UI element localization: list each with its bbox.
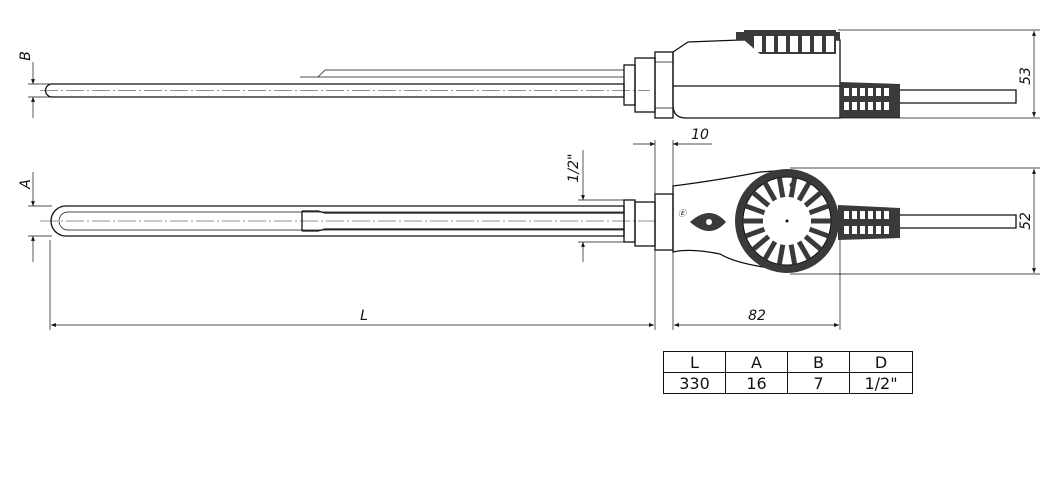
knob-rib — [776, 177, 786, 198]
side-view-heating-rod — [40, 69, 650, 98]
dimension-tube-diameter: A — [18, 172, 52, 262]
spec-header-l: L — [663, 351, 726, 373]
spec-value-b: 7 — [787, 372, 850, 394]
side-view-knob — [736, 30, 840, 54]
knob-rib — [751, 190, 771, 208]
front-view-nut — [623, 193, 674, 251]
dimension-nut-width-label: 10 — [691, 127, 709, 143]
dimension-sensor-diameter: B — [18, 51, 50, 118]
dimension-tube-diameter-label: A — [18, 179, 34, 190]
front-view-housing: Ⓔ — [672, 169, 791, 271]
knob-rib — [803, 190, 823, 208]
spec-table-header-row: L A B D — [663, 351, 913, 373]
knob-rib — [788, 244, 798, 265]
spec-value-a: 16 — [725, 372, 788, 394]
side-view-cable-gland — [840, 82, 900, 118]
dimension-length: L — [49, 240, 656, 330]
knob-rib — [796, 240, 812, 261]
dimension-thread: 1/2" — [566, 150, 624, 262]
knob-rib — [762, 240, 778, 261]
dimension-front-height-label: 52 — [1018, 212, 1034, 230]
spec-value-l: 330 — [663, 372, 726, 394]
spec-header-d: D — [849, 351, 913, 373]
knob-rib — [744, 226, 766, 239]
knob-rib — [788, 177, 798, 198]
dimension-side-height-label: 53 — [1018, 67, 1034, 85]
spec-header-a: A — [725, 351, 788, 373]
side-view: 53 B — [18, 29, 1040, 119]
dimension-nut-width: 10 — [633, 127, 712, 194]
spec-value-d: 1/2" — [849, 372, 913, 394]
knob-rib — [751, 234, 771, 252]
dimension-body-width-label: 82 — [748, 308, 766, 324]
front-view-thermostat-knob — [735, 169, 839, 273]
knob-rib — [762, 181, 778, 202]
dimension-side-height: 53 — [838, 29, 1040, 119]
knob-rib — [744, 203, 766, 216]
dimension-front-height: 52 — [790, 167, 1040, 275]
knob-rib — [803, 234, 823, 252]
dimension-sensor-diameter-label: B — [18, 51, 34, 61]
side-view-housing — [672, 30, 1017, 119]
dimension-length-label: L — [360, 308, 368, 324]
knob-rib — [796, 181, 812, 202]
brand-logo-icon: Ⓔ — [678, 209, 688, 218]
knob-rib — [808, 203, 830, 216]
side-view-nut — [623, 51, 674, 119]
knob-rib — [808, 226, 830, 239]
front-view: Ⓔ — [18, 127, 1040, 330]
spec-table-value-row: 330 16 7 1/2" — [663, 372, 913, 394]
front-view-cable-gland — [838, 205, 1017, 240]
knob-rib — [776, 244, 786, 265]
spec-header-b: B — [787, 351, 850, 373]
front-view-heating-rod — [40, 205, 655, 237]
spec-table: L A B D 330 16 7 1/2" — [663, 351, 913, 394]
dimension-thread-label: 1/2" — [566, 154, 582, 183]
dimension-body-width: 82 — [672, 240, 841, 330]
